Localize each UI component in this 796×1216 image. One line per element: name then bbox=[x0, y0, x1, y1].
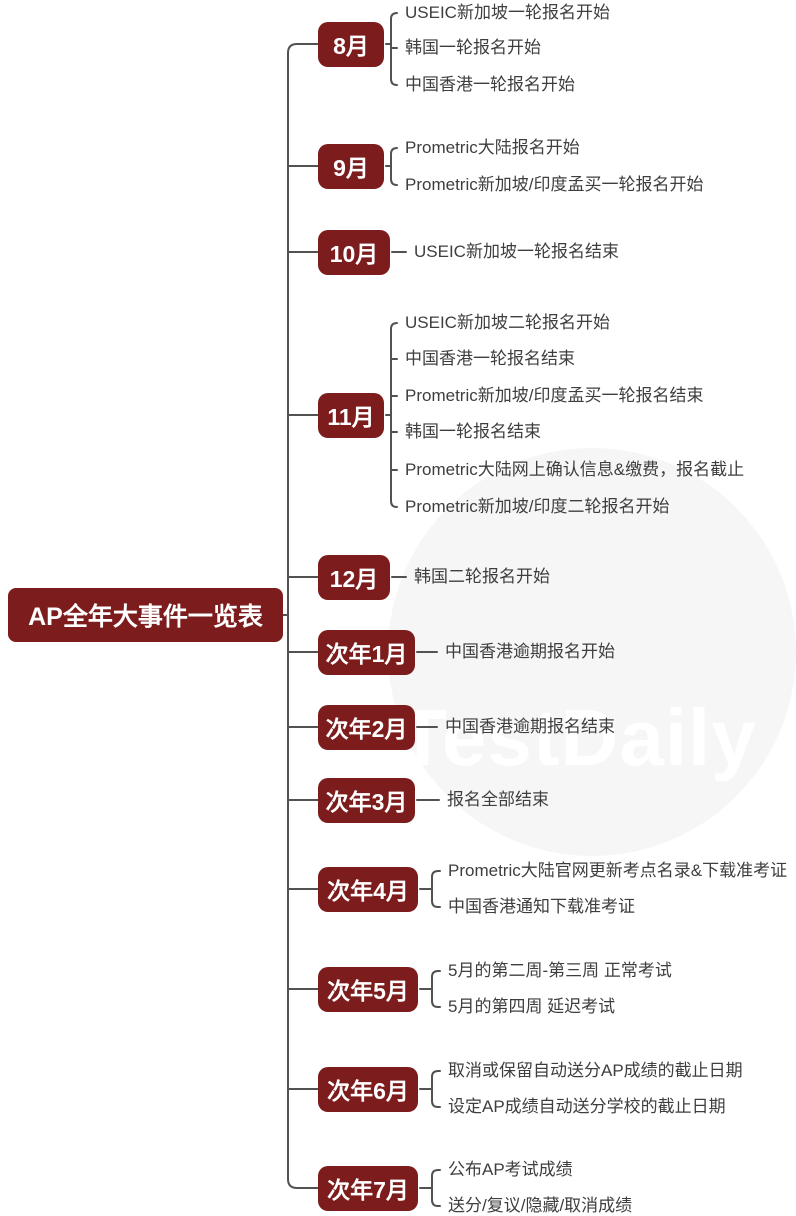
event-label[interactable]: USEIC新加坡一轮报名结束 bbox=[414, 242, 619, 261]
month-node[interactable]: 11月 bbox=[318, 392, 384, 438]
month-node[interactable]: 次年3月 bbox=[318, 777, 415, 823]
month-node[interactable]: 次年6月 bbox=[318, 1066, 418, 1112]
event-label[interactable]: USEIC新加坡二轮报名开始 bbox=[405, 313, 610, 332]
event-label[interactable]: Prometric大陆网上确认信息&缴费，报名截止 bbox=[405, 460, 745, 479]
month-node[interactable]: 次年7月 bbox=[318, 1165, 418, 1211]
month-node[interactable]: 次年4月 bbox=[318, 866, 418, 912]
month-node[interactable]: 10月 bbox=[318, 229, 390, 275]
event-label[interactable]: 报名全部结束 bbox=[447, 790, 549, 809]
event-label[interactable]: Prometric新加坡/印度二轮报名开始 bbox=[405, 497, 670, 516]
month-node[interactable]: 12月 bbox=[318, 554, 390, 600]
event-label[interactable]: 中国香港逾期报名结束 bbox=[445, 717, 615, 736]
event-label[interactable]: 送分/复议/隐藏/取消成绩 bbox=[448, 1196, 633, 1215]
month-node[interactable]: 次年5月 bbox=[318, 966, 418, 1012]
event-label[interactable]: 韩国一轮报名开始 bbox=[405, 38, 541, 57]
watermark-circle bbox=[388, 448, 796, 856]
event-label[interactable]: 韩国二轮报名开始 bbox=[414, 567, 550, 586]
event-label[interactable]: Prometric大陆报名开始 bbox=[405, 138, 580, 157]
event-label[interactable]: Prometric新加坡/印度孟买一轮报名开始 bbox=[405, 175, 704, 194]
event-label[interactable]: 取消或保留自动送分AP成绩的截止日期 bbox=[448, 1061, 743, 1080]
event-label[interactable]: 韩国一轮报名结束 bbox=[405, 422, 541, 441]
month-node[interactable]: 9月 bbox=[318, 143, 384, 189]
event-label[interactable]: 中国香港一轮报名结束 bbox=[405, 349, 575, 368]
month-node[interactable]: 次年2月 bbox=[318, 704, 415, 750]
event-label[interactable]: 设定AP成绩自动送分学校的截止日期 bbox=[448, 1097, 726, 1116]
event-label[interactable]: 5月的第四周 延迟考试 bbox=[448, 997, 616, 1016]
event-label[interactable]: 中国香港通知下载准考证 bbox=[448, 897, 635, 916]
event-label[interactable]: 中国香港一轮报名开始 bbox=[405, 75, 575, 94]
watermark-text: TestDaily bbox=[398, 693, 757, 782]
month-node[interactable]: 8月 bbox=[318, 21, 384, 67]
month-node[interactable]: 次年1月 bbox=[318, 629, 415, 675]
root-node[interactable]: AP全年大事件一览表 bbox=[8, 588, 283, 642]
event-label[interactable]: Prometric大陆官网更新考点名录&下载准考证 bbox=[448, 861, 788, 880]
event-label[interactable]: 中国香港逾期报名开始 bbox=[445, 642, 615, 661]
event-label[interactable]: USEIC新加坡一轮报名开始 bbox=[405, 3, 610, 22]
event-label[interactable]: 公布AP考试成绩 bbox=[448, 1160, 573, 1179]
event-label[interactable]: Prometric新加坡/印度孟买一轮报名结束 bbox=[405, 386, 704, 405]
event-label[interactable]: 5月的第二周-第三周 正常考试 bbox=[448, 961, 672, 980]
